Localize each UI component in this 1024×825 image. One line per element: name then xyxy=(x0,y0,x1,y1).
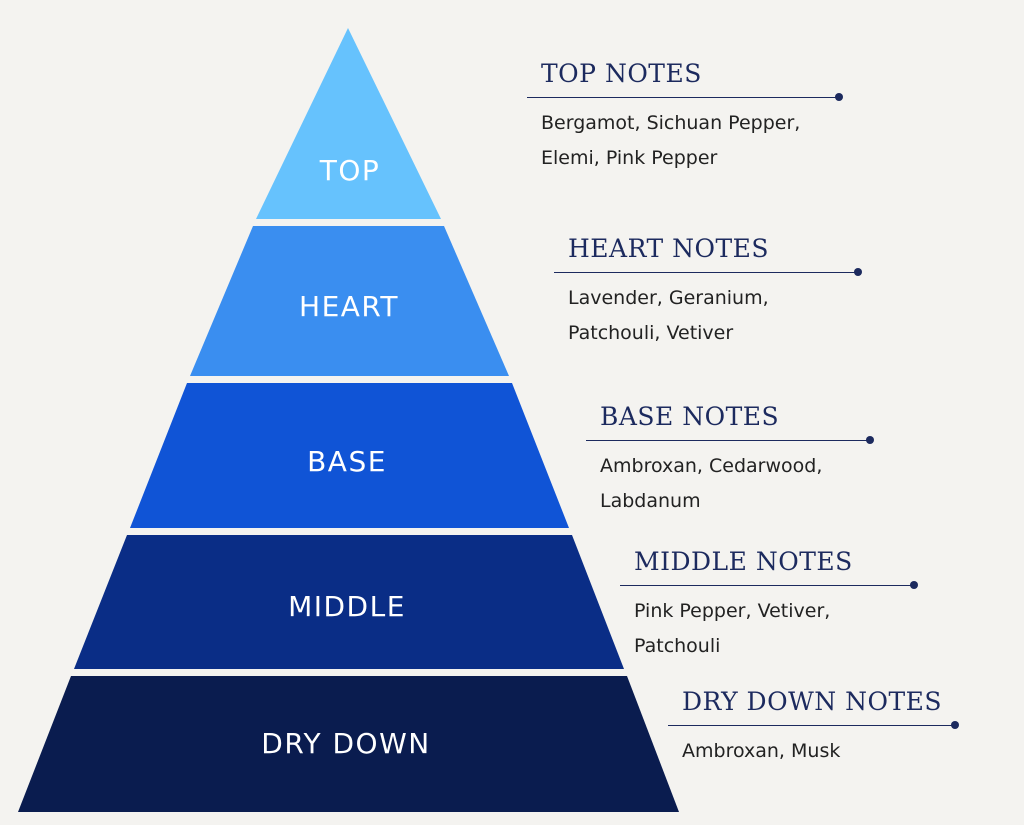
drydown-notes-leader-line xyxy=(668,721,959,729)
middle-notes-block: MIDDLE NOTES Pink Pepper, Vetiver, Patch… xyxy=(620,547,918,664)
tier-top-label: TOP xyxy=(319,154,381,187)
tier-base-shape xyxy=(130,383,569,528)
tier-top-shape xyxy=(256,28,441,219)
drydown-notes-line-1: Ambroxan, Musk xyxy=(682,740,841,762)
middle-notes-line-1: Pink Pepper, Vetiver, xyxy=(634,600,831,622)
top-notes-title: TOP NOTES xyxy=(541,59,702,88)
tier-drydown-label: DRY DOWN xyxy=(261,727,430,760)
base-notes-leader-line xyxy=(586,436,874,444)
heart-notes-leader-line xyxy=(554,268,862,276)
top-notes-line-2: Elemi, Pink Pepper xyxy=(541,147,718,169)
top-notes-block: TOP NOTES Bergamot, Sichuan Pepper, Elem… xyxy=(527,59,843,176)
base-notes-line-2: Labdanum xyxy=(600,490,701,512)
tier-middle-label: MIDDLE xyxy=(288,590,406,623)
drydown-notes-list: Ambroxan, Musk xyxy=(668,734,955,769)
drydown-notes-block: DRY DOWN NOTES Ambroxan, Musk xyxy=(668,687,959,769)
base-notes-line-1: Ambroxan, Cedarwood, xyxy=(600,455,823,477)
base-notes-dot xyxy=(866,436,874,444)
top-notes-line-1: Bergamot, Sichuan Pepper, xyxy=(541,112,801,134)
middle-notes-leader-line xyxy=(620,581,918,589)
base-notes-list: Ambroxan, Cedarwood, Labdanum xyxy=(586,449,870,519)
middle-notes-list: Pink Pepper, Vetiver, Patchouli xyxy=(620,594,914,664)
drydown-notes-title: DRY DOWN NOTES xyxy=(682,687,943,716)
tier-heart-shape xyxy=(190,226,509,376)
heart-notes-list: Lavender, Geranium, Patchouli, Vetiver xyxy=(554,281,858,351)
heart-notes-dot xyxy=(854,268,862,276)
base-notes-block: BASE NOTES Ambroxan, Cedarwood, Labdanum xyxy=(586,402,874,519)
tier-base-label: BASE xyxy=(307,445,387,478)
top-notes-leader-line xyxy=(527,93,843,101)
middle-notes-title: MIDDLE NOTES xyxy=(634,547,853,576)
middle-notes-line-2: Patchouli xyxy=(634,635,721,657)
base-notes-title: BASE NOTES xyxy=(600,402,780,431)
middle-notes-dot xyxy=(910,581,918,589)
drydown-notes-dot xyxy=(951,721,959,729)
tier-drydown-shape xyxy=(18,676,679,812)
heart-notes-line-1: Lavender, Geranium, xyxy=(568,287,769,309)
heart-notes-title: HEART NOTES xyxy=(568,234,770,263)
top-notes-dot xyxy=(835,93,843,101)
top-notes-list: Bergamot, Sichuan Pepper, Elemi, Pink Pe… xyxy=(527,106,839,176)
heart-notes-line-2: Patchouli, Vetiver xyxy=(568,322,734,344)
tier-middle-shape xyxy=(74,535,624,669)
tier-heart-label: HEART xyxy=(299,290,399,323)
heart-notes-block: HEART NOTES Lavender, Geranium, Patchoul… xyxy=(554,234,862,351)
